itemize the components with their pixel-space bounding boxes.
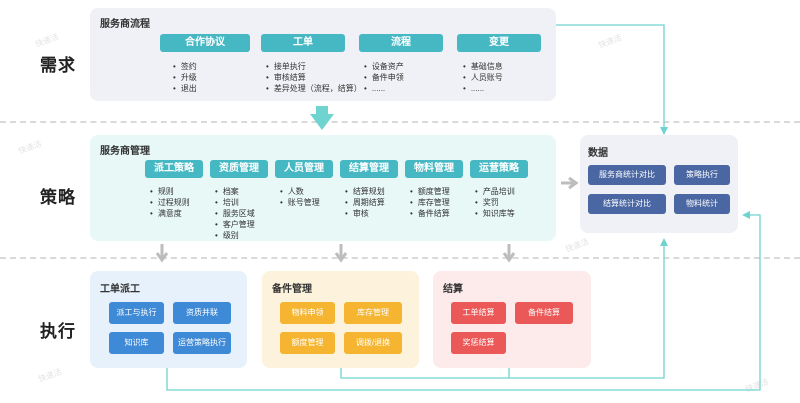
strategy-list-materials: 额度管理 库存管理 备件结算 — [410, 186, 450, 219]
strategy-to-dispatch-arrow — [155, 244, 169, 263]
list-item: 客户管理 — [215, 219, 255, 230]
demand-to-data-line — [556, 24, 668, 135]
strategy-btn-personnel[interactable]: 人员管理 — [275, 160, 333, 178]
settlement-panel-title: 结算 — [443, 284, 463, 295]
strategy-to-parts-arrow — [334, 244, 348, 263]
row-label-strategy: 策略 — [40, 188, 76, 207]
list-item: 库存管理 — [410, 197, 450, 208]
strategy-list-dispatch: 规则 过程规则 满意度 — [150, 186, 190, 219]
execution-to-data-line-b — [340, 238, 668, 379]
demand-btn-process[interactable]: 流程 — [359, 34, 443, 52]
demand-list-cooperation: 签约 升级 退出 — [173, 61, 197, 94]
list-item: 审核 — [345, 208, 385, 219]
dispatch-panel-title: 工单派工 — [100, 284, 140, 295]
chip-material-request[interactable]: 物料申领 — [280, 302, 335, 324]
list-item: 设备资产 — [364, 61, 404, 72]
chip-dispatch-execute[interactable]: 派工与执行 — [109, 302, 164, 324]
demand-btn-change[interactable]: 变更 — [457, 34, 541, 52]
list-item: 审核结算 — [266, 72, 362, 83]
demand-panel-title: 服务商流程 — [100, 19, 150, 30]
list-item: 过程规则 — [150, 197, 190, 208]
data-chip-material-stats[interactable]: 物料统计 — [674, 194, 730, 214]
list-item: 培训 — [215, 197, 255, 208]
list-item: 人数 — [280, 186, 320, 197]
list-item: 知识库等 — [475, 208, 515, 219]
chip-knowledge-base[interactable]: 知识库 — [109, 332, 164, 354]
list-item: 差异处理（流程，结算） — [266, 83, 362, 94]
chip-inventory[interactable]: 库存管理 — [344, 302, 402, 324]
demand-to-strategy-arrow — [310, 106, 334, 130]
list-item: 产品培训 — [475, 186, 515, 197]
execution-to-data-line-a — [166, 211, 761, 391]
list-item: 周期结算 — [345, 197, 385, 208]
list-item: 满意度 — [150, 208, 190, 219]
separator-strategy-execution — [0, 257, 800, 259]
list-item: 升级 — [173, 72, 197, 83]
demand-btn-work-order[interactable]: 工单 — [261, 34, 345, 52]
list-item: 签约 — [173, 61, 197, 72]
list-item: 规则 — [150, 186, 190, 197]
list-item: 级别 — [215, 230, 255, 241]
demand-btn-cooperation[interactable]: 合作协议 — [160, 34, 250, 52]
list-item: 结算规划 — [345, 186, 385, 197]
strategy-btn-settlement[interactable]: 结算管理 — [340, 160, 398, 178]
chip-ops-strategy-exec[interactable]: 运营策略执行 — [173, 332, 231, 354]
strategy-list-personnel: 人数 账号管理 — [280, 186, 320, 208]
list-item: 备件结算 — [410, 208, 450, 219]
data-chip-strategy-exec[interactable]: 策略执行 — [674, 165, 730, 185]
chip-reward-penalty-settlement[interactable]: 奖惩结算 — [451, 332, 506, 354]
parts-panel-title: 备件管理 — [272, 284, 312, 295]
data-panel-title: 数据 — [588, 148, 608, 159]
strategy-list-qualification: 档案 培训 服务区域 客户管理 级别 — [215, 186, 255, 241]
demand-list-work-order: 接单执行 审核结算 差异处理（流程，结算） — [266, 61, 362, 94]
list-item: 账号管理 — [280, 197, 320, 208]
separator-demand-strategy — [0, 121, 800, 123]
data-chip-settlement-stats[interactable]: 结算统计对比 — [588, 194, 666, 214]
chip-work-order-settlement[interactable]: 工单结算 — [451, 302, 506, 324]
list-item: ...... — [364, 83, 404, 94]
demand-list-change: 基础信息 人员账号 ...... — [463, 61, 503, 94]
strategy-btn-dispatch[interactable]: 派工策略 — [145, 160, 203, 178]
strategy-list-settlement: 结算规划 周期结算 审核 — [345, 186, 385, 219]
list-item: 退出 — [173, 83, 197, 94]
strategy-btn-materials[interactable]: 物料管理 — [405, 160, 463, 178]
strategy-panel-title: 服务商管理 — [100, 146, 150, 157]
chip-transfer-return[interactable]: 调拨/退换 — [344, 332, 402, 354]
strategy-btn-operations[interactable]: 运营策略 — [470, 160, 528, 178]
row-label-execution: 执行 — [40, 322, 76, 341]
list-item: 额度管理 — [410, 186, 450, 197]
list-item: 奖罚 — [475, 197, 515, 208]
row-label-demand: 需求 — [40, 56, 76, 75]
strategy-list-operations: 产品培训 奖罚 知识库等 — [475, 186, 515, 219]
list-item: ...... — [463, 83, 503, 94]
list-item: 服务区域 — [215, 208, 255, 219]
list-item: 人员账号 — [463, 72, 503, 83]
strategy-to-settlement-arrow — [502, 244, 516, 263]
chip-quota[interactable]: 额度管理 — [280, 332, 335, 354]
strategy-btn-qualification[interactable]: 资质管理 — [210, 160, 268, 178]
chip-qualification-link[interactable]: 资质并联 — [173, 302, 231, 324]
list-item: 接单执行 — [266, 61, 362, 72]
list-item: 档案 — [215, 186, 255, 197]
strategy-to-data-arrow — [561, 176, 579, 190]
list-item: 基础信息 — [463, 61, 503, 72]
demand-list-process: 设备资产 备件申领 ...... — [364, 61, 404, 94]
list-item: 备件申领 — [364, 72, 404, 83]
chip-parts-settlement[interactable]: 备件结算 — [515, 302, 573, 324]
data-chip-provider-stats[interactable]: 服务商统计对比 — [588, 165, 666, 185]
